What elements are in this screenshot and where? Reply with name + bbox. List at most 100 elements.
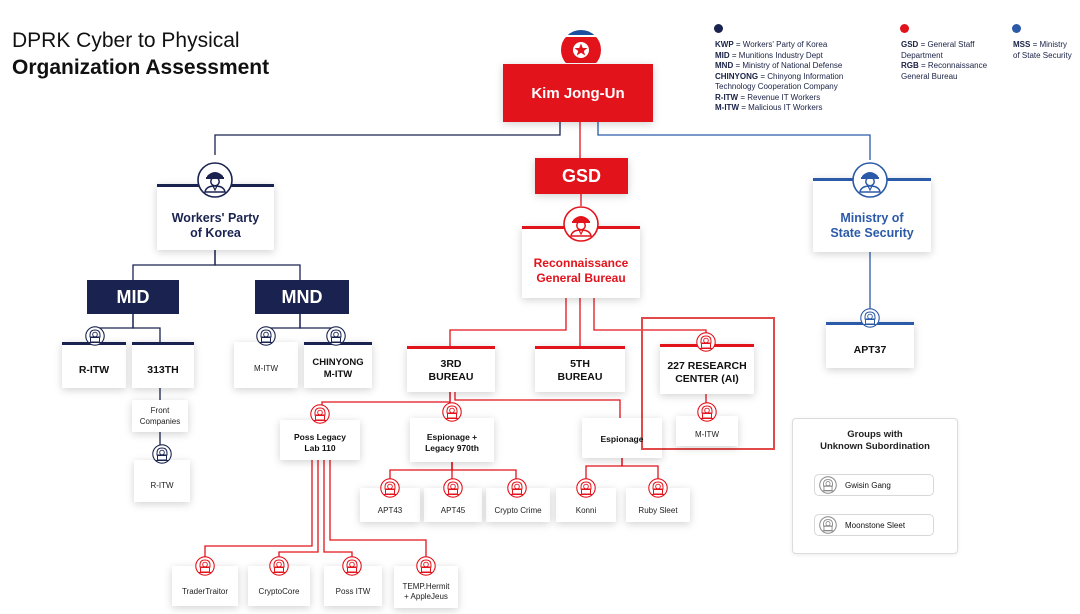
temp-label-2: + AppleJeus xyxy=(404,592,448,601)
legend-abbr: KWP xyxy=(715,40,734,49)
legend-text: = Reconnaissance xyxy=(918,61,988,70)
legend-text: = Workers' Party of Korea xyxy=(733,40,828,49)
hacker-icon xyxy=(85,326,105,351)
apt43-node: APT43 xyxy=(360,488,420,522)
hacker-icon xyxy=(326,326,346,351)
legend-navy-dot xyxy=(714,24,723,33)
legend-abbr: MSS xyxy=(1013,40,1031,49)
227-highlight-frame xyxy=(641,317,775,450)
legend-abbr: CHINYONG xyxy=(715,71,759,81)
kim-label: Kim Jong-Un xyxy=(531,84,625,102)
legend-text: = Ministry of National Defense xyxy=(733,61,843,70)
front-companies-node: Front Companies xyxy=(132,400,188,432)
legend-entry: MSS = Ministry xyxy=(1013,40,1080,51)
espionage-node: Espionage xyxy=(582,418,662,458)
ruby-label: Ruby Sleet xyxy=(638,505,678,515)
227-research-node: 227 RESEARCH CENTER (AI) xyxy=(660,344,754,394)
officer-icon xyxy=(852,162,888,203)
hacker-icon xyxy=(443,478,463,503)
gsd-label: GSD xyxy=(561,165,601,186)
kwp-label-2: of Korea xyxy=(190,225,241,240)
legend-entry: RGB = Reconnaissance xyxy=(901,61,1011,72)
b3-label-2: BUREAU xyxy=(428,370,474,383)
esp-label: Espionage xyxy=(600,434,644,444)
kim-jong-un-node: Kim Jong-Un xyxy=(503,64,653,122)
apt45-node: APT45 xyxy=(424,488,482,522)
legend-text: General Bureau xyxy=(901,71,958,81)
ritw-label: R-ITW xyxy=(78,363,110,376)
3rd-bureau-node: 3RD BUREAU xyxy=(407,346,495,392)
mid-label: MID xyxy=(116,286,150,307)
title-line2: Organization Assessment xyxy=(12,56,270,79)
unknown-item: Gwisin Gang xyxy=(814,474,934,496)
poss-legacy-node: Poss Legacy Lab 110 xyxy=(280,420,360,460)
hacker-icon xyxy=(310,404,330,429)
unknown-item-label: Gwisin Gang xyxy=(845,480,891,490)
front-label-1: Front xyxy=(150,406,170,415)
hacker-icon xyxy=(696,332,716,357)
chinyong-label-2: M-ITW xyxy=(323,368,353,380)
hacker-icon xyxy=(819,476,837,499)
legend-blue-dot xyxy=(1012,24,1021,33)
hacker-icon xyxy=(342,556,362,581)
313th-node: 313TH xyxy=(132,342,194,388)
kwp-label-1: Workers' Party xyxy=(171,210,260,225)
hacker-icon xyxy=(256,326,276,351)
hacker-icon xyxy=(442,402,462,427)
legend-entry: of State Security xyxy=(1013,51,1080,62)
legend-text: Technology Cooperation Company xyxy=(715,82,838,91)
espionage-legacy-node: Espionage + Legacy 970th xyxy=(410,418,494,462)
5th-bureau-node: 5TH BUREAU xyxy=(535,346,625,392)
legend-abbr: MND xyxy=(715,61,734,70)
legend-entry: MID = Munitions Industry Dept xyxy=(715,51,895,62)
temp-hermit-node: TEMP.Hermit + AppleJeus xyxy=(394,566,458,608)
temp-label-1: TEMP.Hermit xyxy=(402,582,450,591)
legend-text: = Revenue IT Workers xyxy=(738,92,821,102)
legend-text: = General Staff xyxy=(918,40,975,49)
mnd-mitw-node: M-ITW xyxy=(234,342,298,388)
legend-entry: GSD = General Staff xyxy=(901,40,1011,51)
hacker-icon xyxy=(380,478,400,503)
apt37-label: APT37 xyxy=(853,343,887,356)
possitw-label: Poss ITW xyxy=(335,586,371,596)
cryptocore-node: CryptoCore xyxy=(248,566,310,606)
hacker-icon xyxy=(416,556,436,581)
hacker-icon xyxy=(576,478,596,503)
chinyong-label-1: CHINYONG xyxy=(312,356,364,368)
legend-entry: General Bureau xyxy=(901,72,1011,83)
hacker-icon xyxy=(195,556,215,581)
legend-entry: Technology Cooperation Company xyxy=(715,82,895,93)
legend-text: = Munitions Industry Dept xyxy=(729,50,823,60)
page-title: DPRK Cyber to Physical Organization Asse… xyxy=(12,28,312,82)
mss-label-1: Ministry of xyxy=(840,210,904,225)
legend-text: Department xyxy=(901,50,943,60)
c227-child-label: M-ITW xyxy=(695,429,719,439)
legend-entry: M-ITW = Malicious IT Workers xyxy=(715,103,895,114)
tradertraitor-node: TraderTraitor xyxy=(172,566,238,606)
gsd-node: GSD xyxy=(535,158,628,194)
c227-label-2: CENTER (AI) xyxy=(675,372,739,385)
legend-entry: MND = Ministry of National Defense xyxy=(715,61,895,72)
mnd-node: MND xyxy=(255,280,349,314)
hacker-icon xyxy=(819,516,837,539)
mnd-label: MND xyxy=(281,286,323,307)
unknown-item-label: Moonstone Sleet xyxy=(845,520,906,530)
legend-abbr: RGB xyxy=(901,61,919,70)
ritw2-label: R-ITW xyxy=(150,480,174,490)
konni-node: Konni xyxy=(556,488,616,522)
legend-text: = Ministry xyxy=(1030,40,1068,49)
esp-label-1: Espionage + xyxy=(426,432,478,442)
b3-label-1: 3RD xyxy=(440,357,462,370)
hacker-icon xyxy=(507,478,527,503)
crypto-crime-node: Crypto Crime xyxy=(486,488,550,522)
esp-label-2: Legacy 970th xyxy=(425,443,479,453)
legend-entry: Department xyxy=(901,51,1011,62)
hacker-icon xyxy=(152,444,172,469)
legend-entry: KWP = Workers' Party of Korea xyxy=(715,40,895,51)
unknown-title-2: Unknown Subordination xyxy=(820,441,930,452)
title-line1: DPRK Cyber to Physical xyxy=(12,29,240,52)
officer-icon xyxy=(563,206,599,247)
apt43-label: APT43 xyxy=(377,505,403,515)
ritw-lower-node: R-ITW xyxy=(134,460,190,502)
